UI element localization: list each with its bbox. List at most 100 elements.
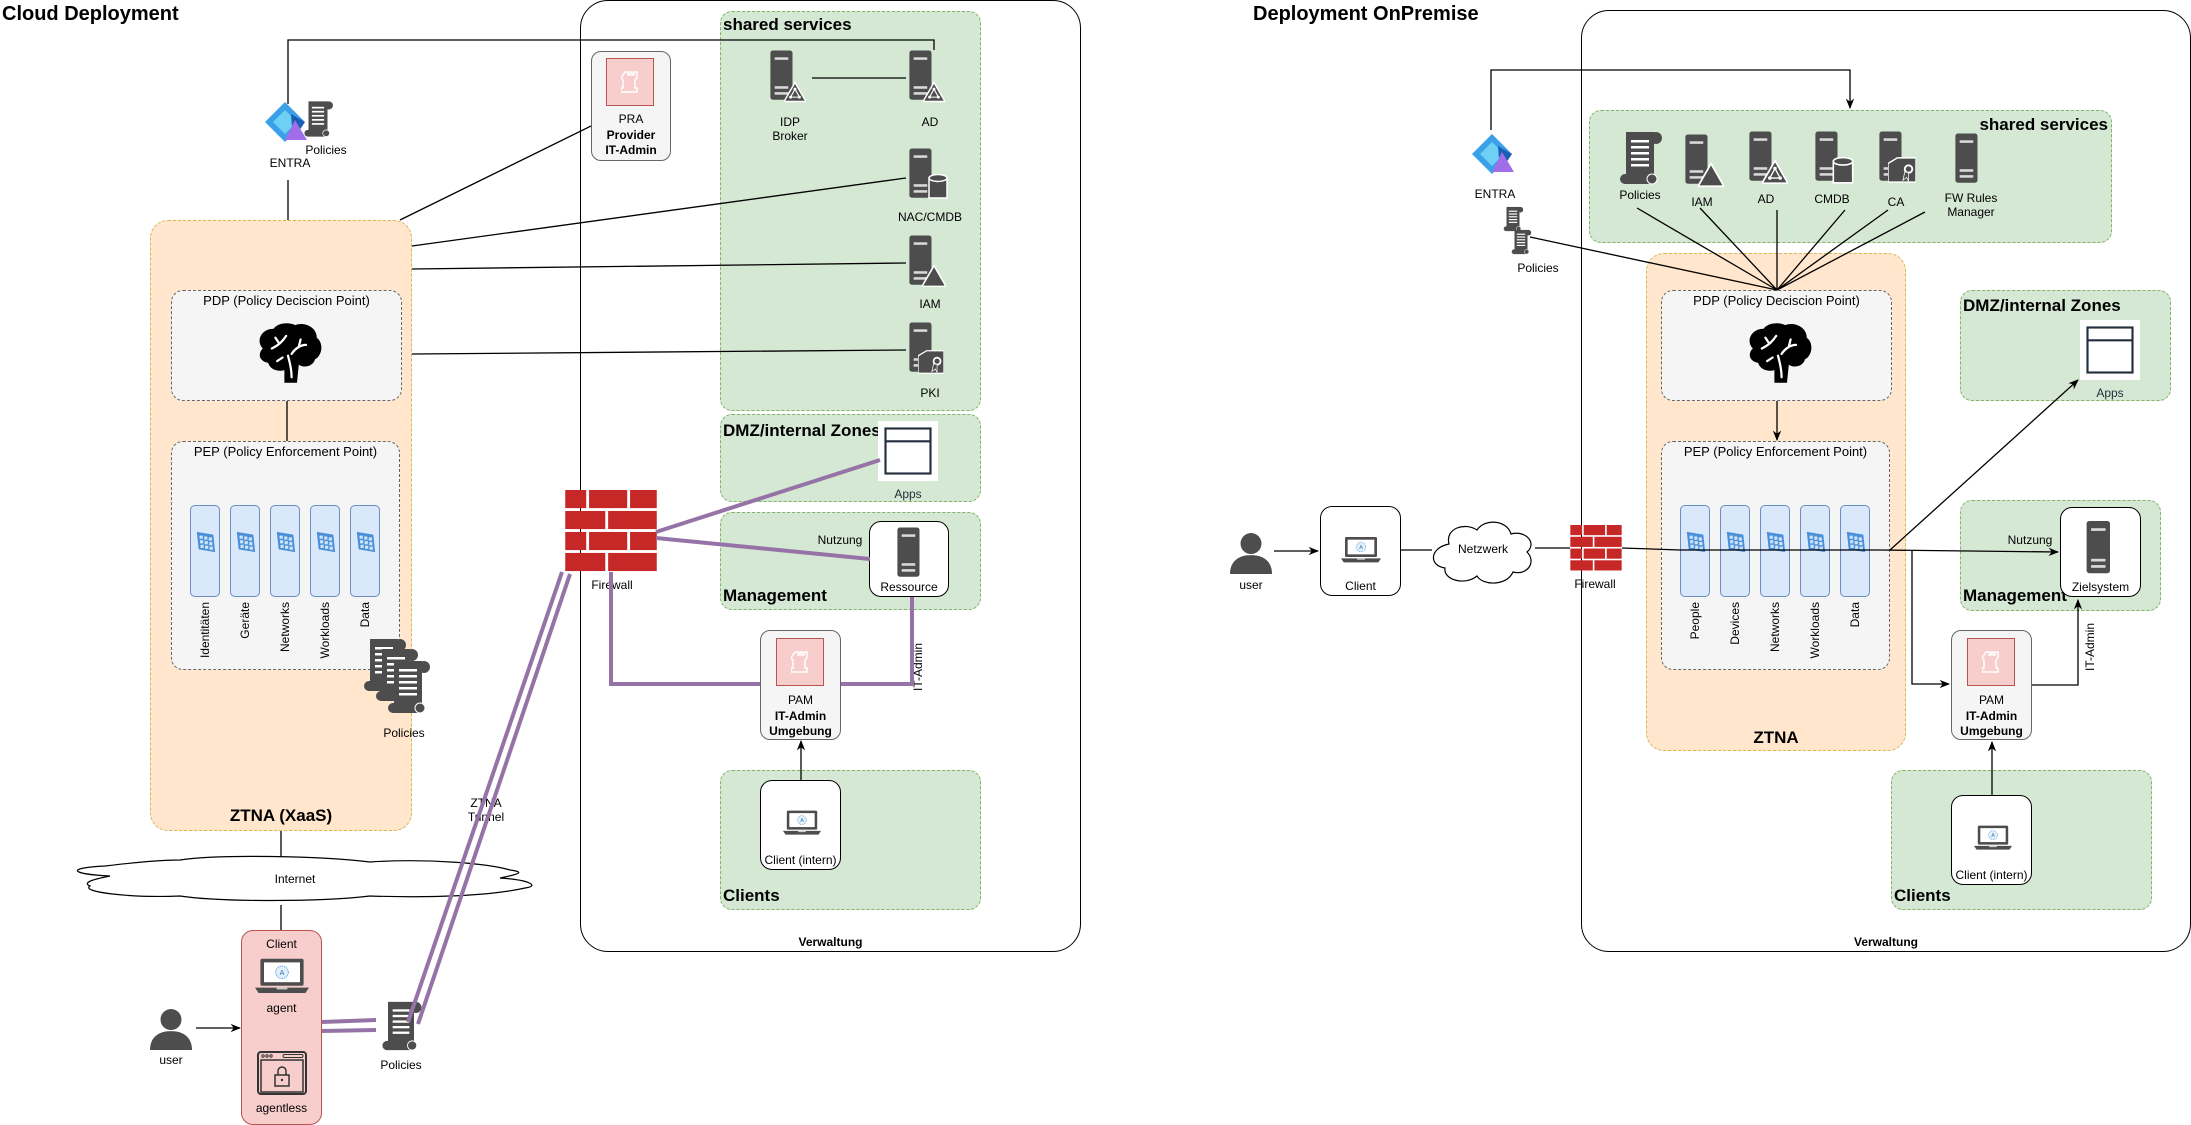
agent-label: agent (266, 1001, 297, 1015)
pillar-workloads (310, 505, 340, 597)
pra-provider-label: Provider (606, 128, 656, 142)
pam-tile (606, 58, 654, 106)
cloud-entra-label: ENTRA (269, 156, 311, 170)
server-label: AD (921, 115, 939, 129)
pillar-workloads (1800, 505, 1830, 597)
pillar-networks (270, 505, 300, 597)
onprem-zielsystem-box: Zielsystem (2060, 507, 2141, 597)
cloud-apps-label: Apps (894, 487, 922, 501)
ztna-tunnel-label-2: Tunnel (456, 810, 516, 824)
pillar-label: Geräte (238, 602, 252, 639)
cloud-ztna-policies: Policies (360, 635, 440, 745)
onprem-pdp-box: PDP (Policy Deciscion Point) (1661, 290, 1892, 401)
cloud-server-ad: AD (900, 50, 960, 130)
laptop-icon (783, 809, 821, 835)
tunnel-policies-label: Policies (380, 1058, 422, 1072)
server-label: Broker (772, 129, 808, 143)
cloud-server-iam: IAM (900, 235, 960, 315)
cloud-management-title: Management (723, 586, 827, 605)
firewall-grid-icon (1765, 530, 1787, 554)
pillar-data (1840, 505, 1870, 597)
cloud-client-intern-box[interactable]: Client (intern) (760, 780, 841, 870)
pillar-identitaeten (190, 505, 220, 597)
onprem-service-policies: Policies (1605, 130, 1675, 210)
service-label: FW Rules (1944, 191, 1998, 205)
onprem-pdp-title: PDP (Policy Deciscion Point) (1693, 293, 1860, 308)
pillar-devices (1720, 505, 1750, 597)
onprem-verwaltung-label: Verwaltung (1853, 935, 1918, 949)
service-label: AD (1757, 192, 1775, 206)
firewall-icon (565, 490, 657, 572)
onprem-service-cmdb: CMDB (1802, 129, 1862, 209)
server-label: IAM (919, 297, 941, 311)
service-label: Manager (1947, 205, 1995, 219)
server-icon (894, 526, 928, 580)
laptop-icon (1341, 535, 1381, 563)
server-icon (2083, 520, 2119, 576)
certificate-icon (1888, 157, 1916, 183)
onprem-itadmin-label: IT-Admin (2083, 623, 2097, 672)
cloud-client-box[interactable]: Client agent agentless (241, 930, 322, 1125)
pam-tile (1967, 638, 2015, 686)
cloud-ztna-title: ZTNA (XaaS) (229, 806, 333, 825)
cloud-verwaltung-label: Verwaltung (798, 935, 863, 949)
onprem-client-box[interactable]: Client (1320, 506, 1401, 596)
pam-tile (776, 638, 824, 686)
cloud-itadmin-label: IT-Admin (911, 643, 925, 692)
onprem-client-intern-box[interactable]: Client (intern) (1951, 795, 2032, 885)
server-icon (1952, 131, 1986, 187)
cloud-pam-box: PAM IT-Admin Umgebung (760, 630, 841, 740)
cloud-user-label: user (159, 1053, 183, 1067)
triangle-icon (1698, 162, 1724, 188)
onprem-dmz-title: DMZ/internal Zones (1963, 296, 2121, 315)
pillar-label: Networks (1768, 602, 1782, 653)
ztna-tunnel-label-1: ZTNA (456, 796, 516, 810)
connector-ztna-pra (399, 125, 592, 221)
policy-scroll-icon (386, 659, 430, 715)
database-icon (928, 174, 948, 200)
brain-icon (1742, 321, 1814, 385)
policy-scroll-icon (300, 100, 336, 138)
onprem-entra-policies-label: Policies (1517, 261, 1559, 275)
pam-itadmin-label: IT-Admin (774, 709, 827, 723)
cloud-server-nac-cmdb: NAC/CMDB (890, 148, 970, 228)
onprem-network-label: Netzwerk (1457, 542, 1508, 556)
app-window-icon (878, 421, 938, 481)
onprem-entra-label: ENTRA (1474, 187, 1516, 201)
rook-icon (791, 650, 811, 674)
pillar-label: Workloads (318, 602, 332, 659)
pillar-label: Workloads (1808, 602, 1822, 659)
entra-icon (1470, 132, 1520, 176)
cloud-usage-label: Nutzung (817, 533, 863, 547)
user-icon (1230, 532, 1272, 574)
network-triangle-icon (1762, 159, 1788, 185)
onprem-service-ca: CA (1866, 129, 1926, 209)
cloud-pdp-title: PDP (Policy Deciscion Point) (203, 293, 370, 308)
pra-label: PRA (618, 112, 644, 126)
cloud-pep-title: PEP (Policy Enforcement Point) (193, 444, 378, 459)
firewall-grid-icon (1845, 530, 1867, 554)
onprem-pam-box: PAM IT-Admin Umgebung (1951, 630, 2032, 740)
policy-scroll-icon (1617, 130, 1663, 186)
pillar-label: Identitäten (198, 602, 212, 659)
pam-label: PAM (787, 693, 814, 707)
firewall-grid-icon (355, 530, 377, 554)
network-cloud-shape (1432, 521, 1532, 584)
onprem-apps-label: Apps (2096, 386, 2124, 400)
onprem-service-ad: AD (1736, 129, 1796, 209)
pam-umgebung-label: Umgebung (1960, 724, 2023, 738)
cloud-dmz-zone: DMZ/internal Zones (720, 414, 981, 502)
pillar-label: Networks (278, 602, 292, 653)
cloud-client-intern-label: Client (intern) (764, 853, 837, 867)
triangle-icon (922, 265, 946, 287)
service-label: IAM (1691, 195, 1713, 209)
user-icon (150, 1008, 192, 1050)
onprem-ztna-title: ZTNA (1753, 728, 1799, 747)
onprem-client-intern-label: Client (intern) (1955, 868, 2028, 882)
browser-lock-icon (257, 1051, 307, 1095)
pillar-data (350, 505, 380, 597)
onprem-usage-label: Nutzung (2007, 533, 2053, 547)
pam-umgebung-label: Umgebung (769, 724, 832, 738)
pam-itadmin-label: IT-Admin (1965, 709, 2018, 723)
server-label: PKI (920, 386, 940, 400)
